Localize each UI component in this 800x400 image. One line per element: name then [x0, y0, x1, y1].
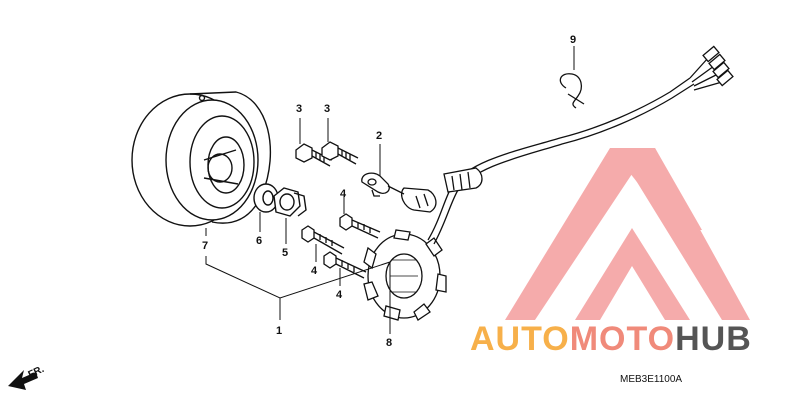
direction-label: FR.	[27, 364, 46, 381]
watermark-part3: HUB	[675, 320, 752, 358]
stator	[363, 229, 447, 321]
callout-3a: 3	[296, 103, 302, 115]
callout-4b: 4	[311, 265, 318, 277]
callout-3b: 3	[324, 103, 330, 115]
callout-labels: 7 6 5 3 3 2 4 4 4 1 8 9	[202, 34, 576, 349]
wire-clamp	[361, 172, 390, 197]
diagram-code: MEB3E1100A	[620, 374, 682, 385]
wire-harness	[387, 45, 734, 245]
watermark-part1: AUTO	[470, 320, 570, 358]
wire-clip	[559, 73, 585, 109]
callout-5: 5	[282, 247, 288, 259]
front-direction-arrow: FR.	[8, 364, 46, 390]
callout-6: 6	[256, 235, 262, 247]
callout-8: 8	[386, 337, 392, 349]
bolt-4c	[323, 251, 367, 279]
callout-4c: 4	[336, 289, 343, 301]
callout-2: 2	[376, 130, 382, 142]
callout-1: 1	[276, 325, 282, 337]
watermark-part2: MOTO	[570, 320, 675, 358]
watermark-text: AUTOMOTOHUB	[470, 320, 752, 358]
leader-lines	[205, 46, 575, 334]
bolt-3b	[321, 141, 359, 165]
watermark-logo	[505, 148, 750, 320]
bolt-4b	[301, 225, 345, 255]
callout-7: 7	[202, 240, 208, 252]
callout-4a: 4	[340, 188, 347, 200]
bolt-4a	[339, 213, 381, 239]
flywheel	[131, 91, 272, 227]
callout-9: 9	[570, 34, 576, 46]
flywheel-nut	[273, 187, 307, 217]
